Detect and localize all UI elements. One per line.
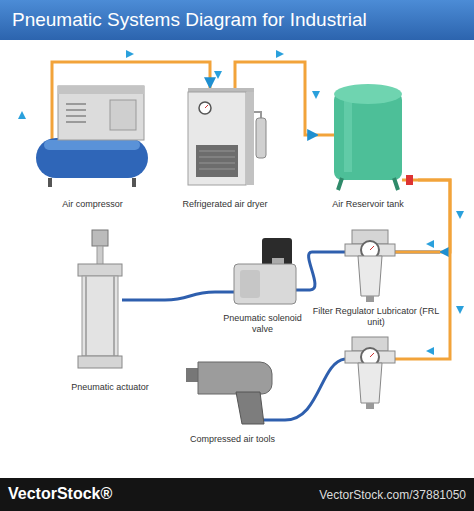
actuator-drawing: [92, 230, 108, 246]
compressor-drawing: [50, 178, 134, 187]
tank-drawing: [334, 92, 402, 180]
pipe-connector: [165, 292, 215, 300]
compressor-drawing: [58, 86, 144, 94]
flow-arrow: [426, 347, 434, 355]
actuator-drawing: [86, 276, 114, 356]
frl-drawing: [366, 296, 374, 302]
actuator-drawing: [78, 264, 122, 276]
valve-drawing: [234, 264, 296, 304]
air-hose: [309, 252, 315, 290]
component-label-text: Refrigerated air dryer: [180, 199, 270, 210]
component-label-text: Air compressor: [30, 199, 155, 210]
compressor-drawing: [51, 85, 54, 140]
component-node: Compressed air tools: [180, 358, 285, 445]
compressor-drawing: [58, 86, 144, 140]
dryer-drawing: [188, 92, 246, 185]
pipe-connector: [285, 180, 450, 420]
pipe-connector: [418, 180, 450, 252]
dryer-drawing: [199, 102, 211, 114]
tool-drawing: [198, 362, 272, 394]
actuator-drawing: [82, 276, 118, 356]
component-label-text: Pneumatic solenoid valve: [215, 313, 310, 335]
component-node: Air Reservoir tank: [318, 84, 418, 210]
component-node: Pneumatic solenoid valve: [215, 235, 310, 335]
tool-drawing: [262, 419, 285, 422]
component-node: Refrigerated air dryer: [180, 88, 270, 210]
actuator-drawing: [78, 230, 165, 368]
frl-drawing: [358, 363, 382, 403]
compressor-drawing: [44, 140, 140, 150]
component-node: Filter Regulator Lubricator (FRL unit): [312, 228, 440, 328]
actuator-drawing: [122, 299, 165, 302]
dryer-drawing: [199, 151, 235, 169]
watermark-band: VectorStock® VectorStock.com/37881050: [0, 478, 474, 511]
frl-drawing: [395, 251, 440, 254]
compressor-drawing: [66, 104, 86, 122]
compressor-drawing: [36, 85, 148, 187]
compressor-drawing: [36, 138, 148, 178]
actuator-drawing: [97, 246, 103, 266]
tank-drawing: [344, 100, 352, 172]
dryer-drawing: [188, 88, 254, 92]
tank-drawing: [406, 175, 413, 185]
air-hose: [285, 359, 345, 420]
frl-drawing: [312, 230, 440, 302]
frl-drawing: [366, 403, 374, 409]
component-label: Pneumatic actuator: [55, 382, 165, 393]
dryer-drawing: [205, 105, 208, 108]
flow-arrow: [126, 50, 134, 58]
component-node: Air compressor: [30, 85, 155, 210]
air-hose: [165, 292, 215, 300]
dryer-drawing: [256, 118, 266, 158]
valve-drawing: [240, 270, 260, 298]
dryer-drawing: [188, 88, 266, 185]
frl-drawing: [370, 353, 374, 357]
watermark-text: VectorStock.com/37881050: [319, 488, 466, 502]
component-label-text: Air Reservoir tank: [318, 199, 418, 210]
actuator-drawing: [78, 356, 122, 368]
valve-drawing: [262, 238, 292, 266]
component-label: Air Reservoir tank: [318, 199, 418, 210]
air-pipe: [52, 62, 210, 88]
pipe-connector: [52, 62, 210, 88]
component-label: Filter Regulator Lubricator (FRL unit): [312, 306, 440, 328]
component-label: Compressed air tools: [180, 434, 285, 445]
component-label-text: Compressed air tools: [180, 434, 285, 445]
flow-arrow: [18, 50, 464, 355]
flow-arrow: [18, 111, 26, 119]
flow-arrow: [276, 50, 284, 58]
flow-arrow: [426, 240, 434, 248]
flow-arrow: [456, 211, 464, 219]
flow-arrow: [214, 71, 222, 79]
watermark-text: VectorStock®: [8, 485, 112, 503]
dryer-drawing: [254, 112, 261, 118]
component-label-text: Pneumatic actuator: [55, 382, 165, 393]
dryer-drawing: [196, 145, 238, 177]
component-label: Air compressor: [30, 199, 155, 210]
component-label-text: Filter Regulator Lubricator (FRL unit): [312, 306, 440, 328]
frl-drawing: [345, 337, 395, 409]
component-label: Pneumatic solenoid valve: [215, 313, 310, 335]
air-pipe: [418, 180, 450, 252]
dryer-drawing: [246, 92, 254, 185]
flow-arrow: [312, 91, 320, 99]
component-label: Refrigerated air dryer: [180, 199, 270, 210]
frl-drawing: [370, 246, 374, 250]
component-node: Pneumatic actuator: [55, 228, 165, 393]
pipe-connector: [309, 252, 315, 290]
diagram-title: Pneumatic Systems Diagram for Industrial: [0, 0, 474, 40]
tool-drawing: [236, 392, 264, 424]
frl-drawing: [358, 256, 382, 296]
valve-drawing: [215, 238, 310, 304]
compressor-drawing: [110, 100, 136, 130]
tank-drawing: [338, 178, 398, 190]
flow-arrow: [456, 306, 464, 314]
tool-drawing: [186, 362, 285, 424]
tank-drawing: [318, 84, 418, 190]
